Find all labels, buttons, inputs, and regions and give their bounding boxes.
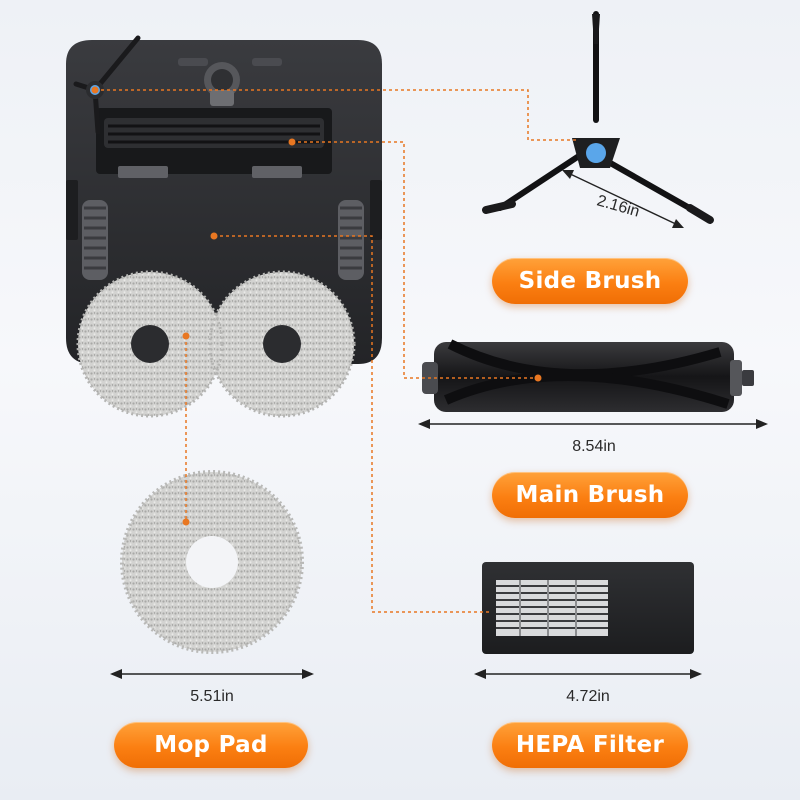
side-brush-label: Side Brush [492,258,688,304]
hepa-filter-label: HEPA Filter [492,722,688,768]
main-brush-label: Main Brush [492,472,688,518]
leader-dots [91,86,542,526]
mop-pad-icon [120,470,304,654]
hepa-filter-icon [482,562,694,654]
main-brush-dimension: 8.54in [572,438,616,455]
mop-pad-dimension: 5.51in [190,688,234,705]
main-brush-icon [422,339,754,412]
hepa-filter-dimension: 4.72in [566,688,610,705]
dimension-arrows [110,170,768,679]
side-brush-icon [482,11,714,224]
mop-pad-label: Mop Pad [114,722,308,768]
robot-vacuum-icon [66,40,382,418]
leader-lines [95,89,576,613]
